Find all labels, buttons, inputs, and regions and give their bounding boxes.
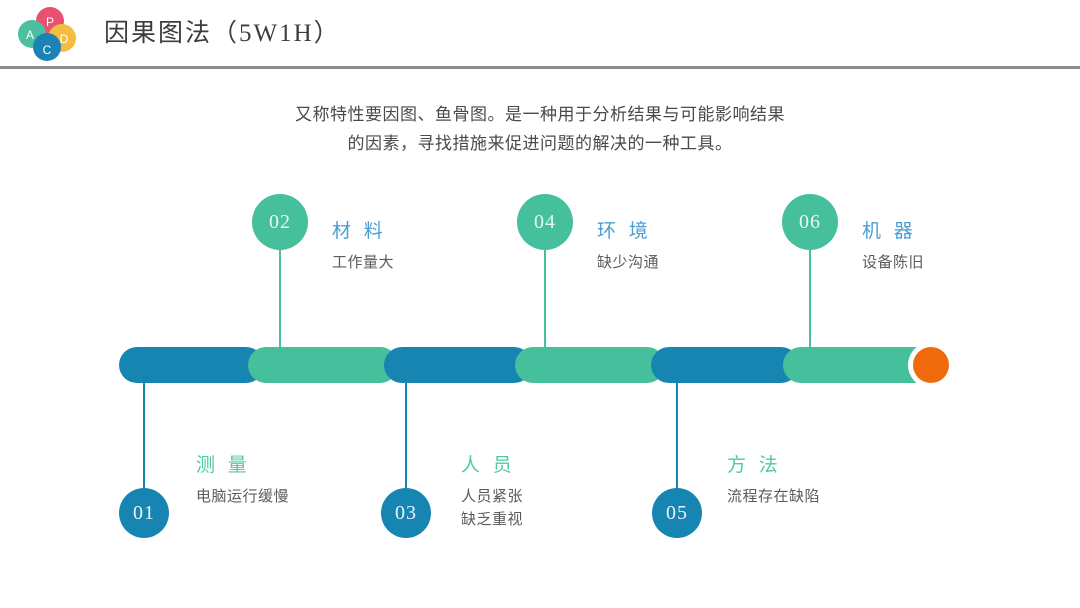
marker-circle-02[interactable]: 02 <box>252 194 308 250</box>
pdca-logo-svg: P D A C <box>18 7 76 61</box>
logo-letter-a: A <box>26 28 34 42</box>
label-title-04: 环 境 <box>597 221 652 242</box>
label-title-02: 材 料 <box>332 221 387 242</box>
stem-01 <box>143 380 145 490</box>
logo-letter-p: P <box>46 15 54 29</box>
marker-circle-06[interactable]: 06 <box>782 194 838 250</box>
page-title: 因果图法（5W1H） <box>104 20 341 47</box>
timeline-segment-4 <box>515 347 665 383</box>
logo-circle-c <box>33 33 61 61</box>
stem-05 <box>676 380 678 490</box>
marker-circle-03[interactable]: 03 <box>381 488 431 538</box>
label-block-01: 测 量电脑运行缓慢 <box>196 450 289 509</box>
stem-04 <box>544 250 546 350</box>
label-title-03: 人 员 <box>461 455 516 476</box>
timeline-segment-1 <box>119 347 264 383</box>
label-desc-05-1: 流程存在缺陷 <box>727 489 821 505</box>
timeline-segment-5 <box>651 347 799 383</box>
header-divider <box>0 66 1080 69</box>
logo-letter-d: D <box>60 32 69 46</box>
stem-03 <box>405 380 407 490</box>
subtitle-block: 又称特性要因图、鱼骨图。是一种用于分析结果与可能影响结果 的因素，寻找措施来促进… <box>180 100 900 158</box>
marker-circle-01[interactable]: 01 <box>119 488 169 538</box>
label-block-02: 材 料工作量大 <box>332 216 394 275</box>
marker-circle-05[interactable]: 05 <box>652 488 702 538</box>
timeline-end-dot-icon <box>913 347 949 383</box>
label-title-01: 测 量 <box>196 455 251 476</box>
page-header: P D A C 因果图法（5W1H） <box>0 0 1080 69</box>
label-block-03: 人 员人员紧张缺乏重视 <box>461 450 523 532</box>
label-title-05: 方 法 <box>727 455 782 476</box>
label-desc-03-2: 缺乏重视 <box>461 512 524 528</box>
label-block-05: 方 法流程存在缺陷 <box>727 450 820 509</box>
label-title-06: 机 器 <box>862 221 917 242</box>
timeline-segment-2 <box>248 347 398 383</box>
subtitle-line-1: 又称特性要因图、鱼骨图。是一种用于分析结果与可能影响结果 <box>295 105 785 124</box>
stem-02 <box>279 250 281 350</box>
label-desc-03-1: 人员紧张 <box>461 489 524 505</box>
logo-letter-c: C <box>43 43 52 57</box>
subtitle-line-2: 的因素，寻找措施来促进问题的解决的一种工具。 <box>347 134 733 153</box>
label-desc-02-1: 工作量大 <box>332 255 395 271</box>
label-block-06: 机 器设备陈旧 <box>862 216 924 275</box>
label-desc-06-1: 设备陈旧 <box>862 255 925 271</box>
marker-circle-04[interactable]: 04 <box>517 194 573 250</box>
label-desc-01-1: 电脑运行缓慢 <box>196 489 290 505</box>
stem-06 <box>809 250 811 350</box>
timeline-segment-3 <box>384 347 532 383</box>
pdca-logo: P D A C <box>14 6 80 62</box>
label-desc-04-1: 缺少沟通 <box>597 255 660 271</box>
label-block-04: 环 境缺少沟通 <box>597 216 659 275</box>
